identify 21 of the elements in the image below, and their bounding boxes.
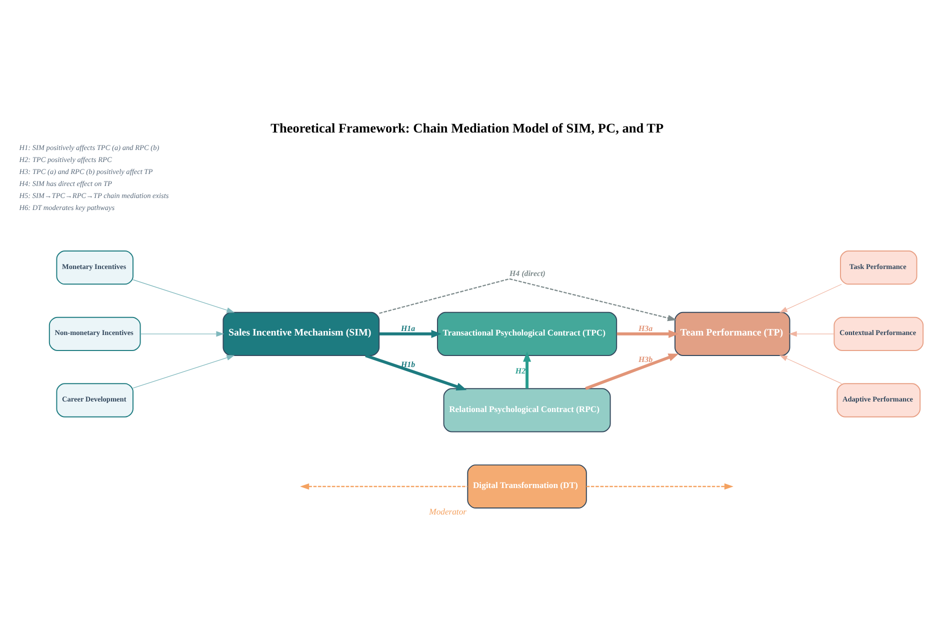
diagram-title: Theoretical Framework: Chain Mediation Model of SIM, PC, and TP xyxy=(270,120,664,135)
node-box: Transactional Psychological Contract (TPC) xyxy=(436,311,618,356)
node-box: Relational Psychological Contract (RPC) xyxy=(443,388,611,432)
arrow xyxy=(523,351,532,388)
arrow xyxy=(132,278,235,312)
arrow xyxy=(585,353,679,390)
arrow xyxy=(300,482,468,490)
arrow xyxy=(779,354,842,384)
arrow xyxy=(379,329,442,338)
arrow xyxy=(379,278,677,321)
arrow xyxy=(140,330,224,336)
node-box: Team Performance (TP) xyxy=(674,311,790,356)
node-box: Digital Transformation (DT) xyxy=(467,464,587,508)
arrow xyxy=(616,329,679,338)
arrow xyxy=(586,482,734,490)
arrow xyxy=(132,354,235,388)
arrow xyxy=(365,354,467,390)
arrow xyxy=(788,330,834,336)
arrow xyxy=(779,283,842,312)
node-label: Moderator xyxy=(429,506,466,516)
node-box: Sales Incentive Mechanism (SIM) xyxy=(222,311,380,356)
